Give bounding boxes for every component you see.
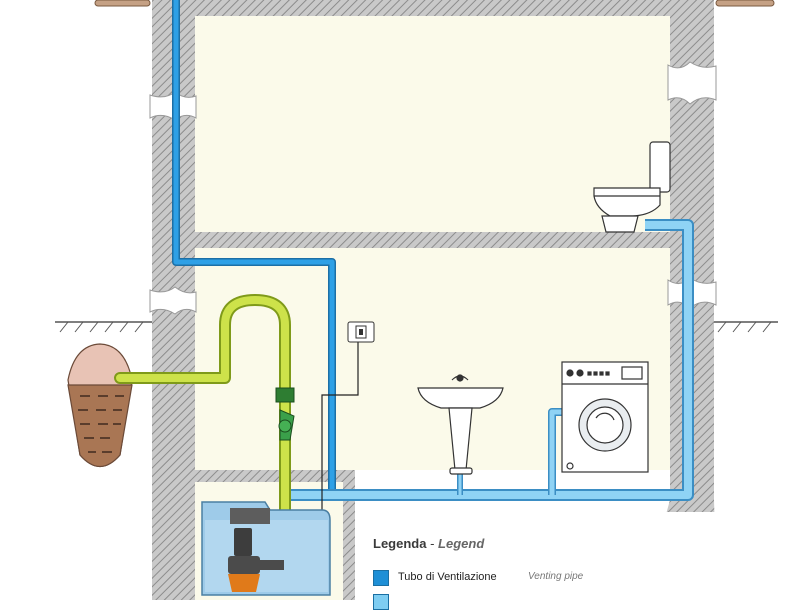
legend-title-it: Legenda	[373, 536, 427, 551]
legend-label-it: Tubo di Ventilazione	[398, 571, 497, 583]
ground-line-right	[714, 321, 778, 333]
washing-machine-icon	[561, 361, 649, 473]
cesspit-icon	[67, 343, 133, 468]
sewage-pump-icon	[201, 501, 331, 596]
power-cable	[321, 340, 359, 560]
legend-title-en: Legend	[438, 536, 485, 551]
ground-line-left	[55, 321, 152, 333]
wall-switch-icon	[347, 321, 375, 343]
washbasin-icon	[417, 374, 504, 475]
discharge-pipe	[114, 294, 291, 581]
drain-pipes	[280, 219, 694, 501]
toilet-icon	[593, 141, 671, 233]
legend-label-en: Venting pipe	[528, 571, 584, 582]
legend-title-separator: -	[426, 536, 439, 551]
upper-room	[195, 16, 670, 232]
legend-swatch-venting-pipe	[373, 570, 389, 586]
legend-panel: Legenda - Legend Tubo di Ventilazione Ve…	[355, 512, 800, 610]
legend-swatch-drain-pipe	[373, 594, 389, 610]
check-valve-icon	[275, 387, 295, 441]
roof-beams	[94, 0, 775, 7]
legend-title: Legenda - Legend	[373, 536, 484, 551]
